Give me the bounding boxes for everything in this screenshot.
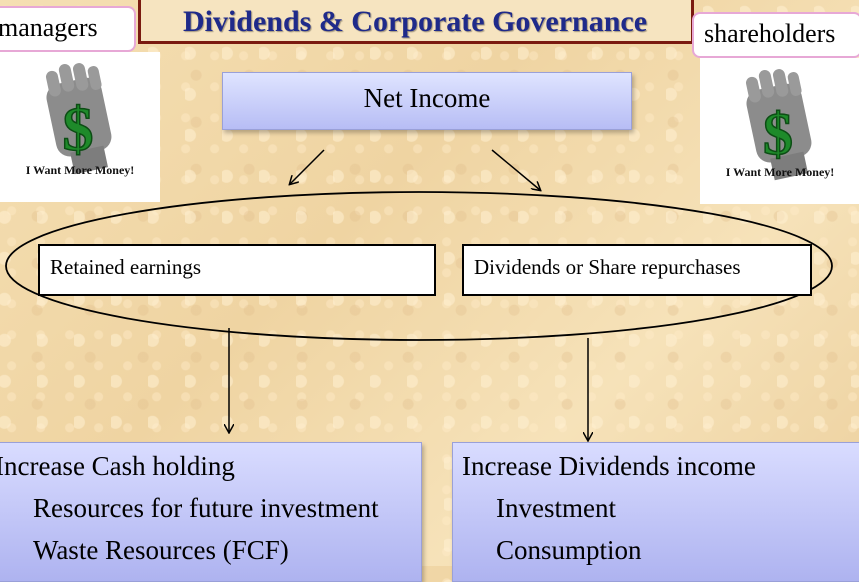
panel-item: Investment [496,493,616,523]
dividend-income-panel: Increase Dividends income Investment Con… [452,442,859,582]
shareholders-fist-image: $ I Want More Money! [700,58,859,204]
arrow-to-retained [290,149,325,184]
arrow-to-dividends [491,149,540,190]
managers-label: managers [0,6,136,52]
grouping-ellipse [5,191,833,341]
fist-caption: I Want More Money! [725,165,835,179]
fist-caption: I Want More Money! [25,163,135,177]
shareholders-label: shareholders [692,12,859,58]
svg-text:$: $ [763,101,793,167]
raised-fist-dollar-icon: $ [45,63,112,175]
dividends-repurchases-box: Dividends or Share repurchases [462,244,812,296]
svg-text:$: $ [63,96,94,164]
panel-item: Waste Resources (FCF) [33,535,289,565]
panel-item: Resources for future investment [33,493,379,523]
cash-holding-heading: Increase Cash holding [0,451,235,481]
cash-holding-panel: Increase Cash holding Resources for futu… [0,442,422,582]
retained-earnings-box: Retained earnings [38,244,436,296]
panel-item: Consumption [496,535,642,565]
raised-fist-dollar-icon: $ [745,69,812,181]
flow-connectors [5,149,833,566]
managers-fist-image: $ I Want More Money! [0,52,160,202]
net-income-box: Net Income [222,72,632,130]
page-title: Dividends & Corporate Governance [182,5,648,38]
dividend-income-heading: Increase Dividends income [462,451,756,481]
title-frame [138,0,694,44]
